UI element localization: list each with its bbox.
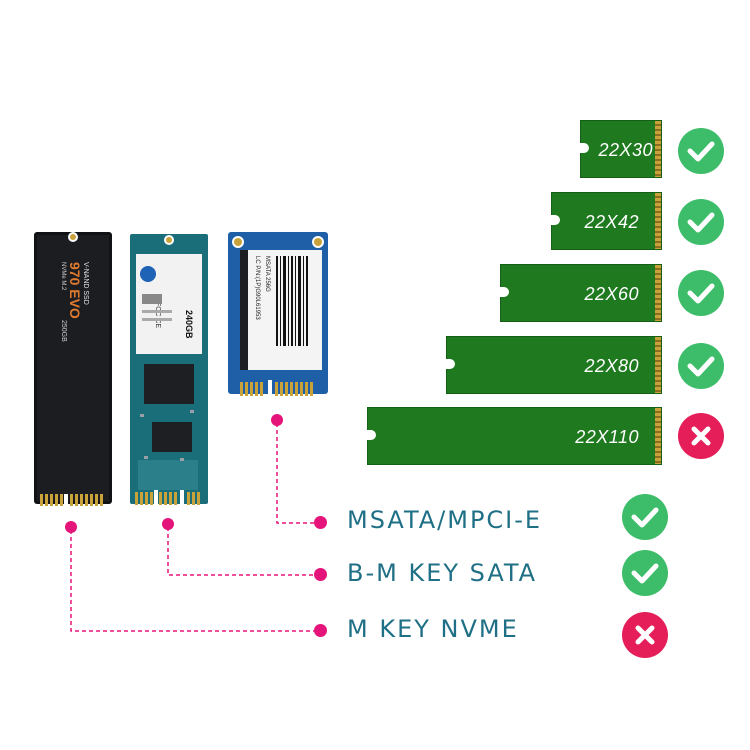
leader-dot-sata [314,568,327,581]
leader-msata [276,423,318,524]
interface-label-sata: B-M KEY SATA [347,559,538,587]
size-bar-22x30: 22X30 [580,120,662,178]
size-label-22x42: 22X42 [584,212,639,232]
interface-nvme-cross-icon [622,612,668,658]
size-bar-22x80: 22X80 [446,336,662,394]
size-label-22x60: 22X60 [584,284,639,304]
sata-cert: FCC CE [154,302,161,328]
size-22x42-check-icon [678,199,724,245]
leader-dot-nvme [314,624,327,637]
msata-serial: LC P/N:(1P)G90L61953 [254,256,260,320]
nvme-capacity: 250GB [60,320,67,342]
size-label-22x30: 22X30 [598,140,653,160]
nvme-model: 970 EVO [67,262,83,319]
msata-text: MSATA 256G [264,256,270,292]
size-22x110-cross-icon [678,413,724,459]
size-bar-22x60: 22X60 [500,264,662,322]
size-bar-22x110: 22X110 [367,407,662,465]
nvme-brand-line: V-NAND SSD [82,262,89,305]
size-label-22x80: 22X80 [584,356,639,376]
sata-capacity: 240GB [184,310,194,339]
m2-nvme-ssd-image: V-NAND SSD 970 EVO NVMe M.2 250GB [34,232,112,508]
size-22x80-check-icon [678,343,724,389]
interface-msata-check-icon [622,494,668,540]
m2-sata-ssd-image: 240GB FCC CE [130,234,208,508]
size-22x60-check-icon [678,270,724,316]
interface-sata-check-icon [622,550,668,596]
interface-label-nvme: M KEY NVME [347,615,519,643]
size-bar-22x42: 22X42 [551,192,662,250]
msata-ssd-image: MSATA 256G LC P/N:(1P)G90L61953 [228,232,328,402]
size-label-22x110: 22X110 [575,427,639,447]
leader-dot-msata [314,516,327,529]
leader-nvme [70,530,318,632]
interface-label-msata: MSATA/MPCI-E [347,506,543,534]
leader-sata [167,527,318,576]
size-22x30-check-icon [678,128,724,174]
nvme-sub: NVMe M.2 [60,262,66,291]
